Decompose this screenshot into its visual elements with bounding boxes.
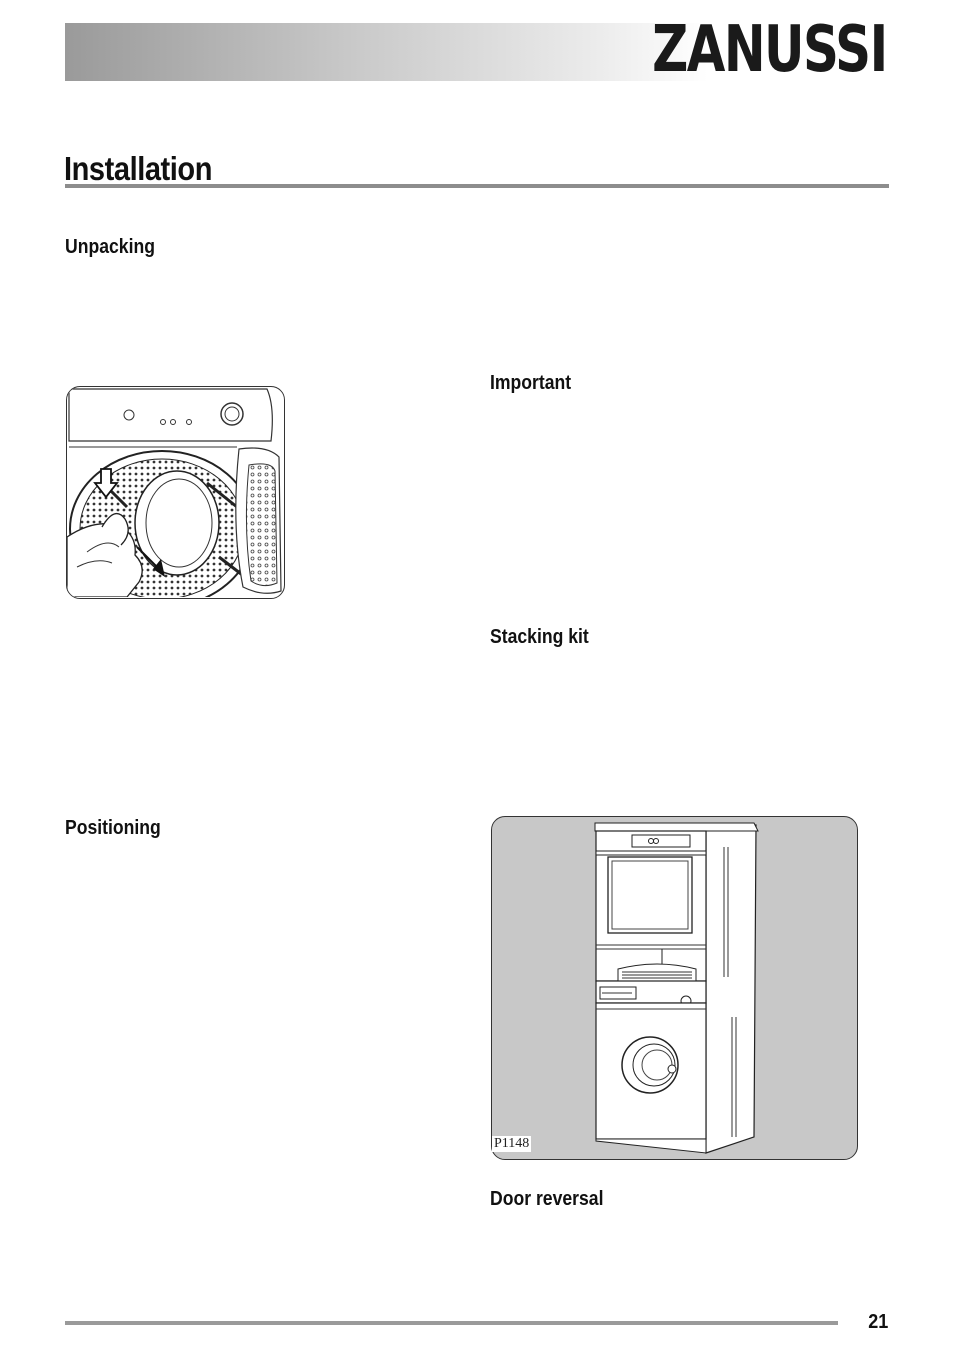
- unpacking-figure: [66, 386, 285, 599]
- dryer-drum-unpacking-illustration-icon: [67, 388, 282, 597]
- heading-door-reversal: Door reversal: [490, 1188, 604, 1210]
- heading-positioning: Positioning: [65, 817, 161, 839]
- brand-logo: ZANUSSI: [652, 13, 889, 87]
- stacked-dryer-washer-illustration-icon: [594, 822, 759, 1154]
- heading-important: Important: [490, 372, 572, 394]
- footer-divider: [65, 1321, 838, 1325]
- page-title: Installation: [64, 150, 213, 187]
- stacking-figure: [491, 816, 858, 1160]
- page-number: 21: [867, 1311, 888, 1333]
- heading-unpacking: Unpacking: [65, 236, 155, 258]
- figure-label: P1148: [492, 1136, 532, 1152]
- header-bar: [65, 23, 889, 81]
- heading-stacking-kit: Stacking kit: [490, 626, 589, 648]
- title-divider: [65, 184, 889, 188]
